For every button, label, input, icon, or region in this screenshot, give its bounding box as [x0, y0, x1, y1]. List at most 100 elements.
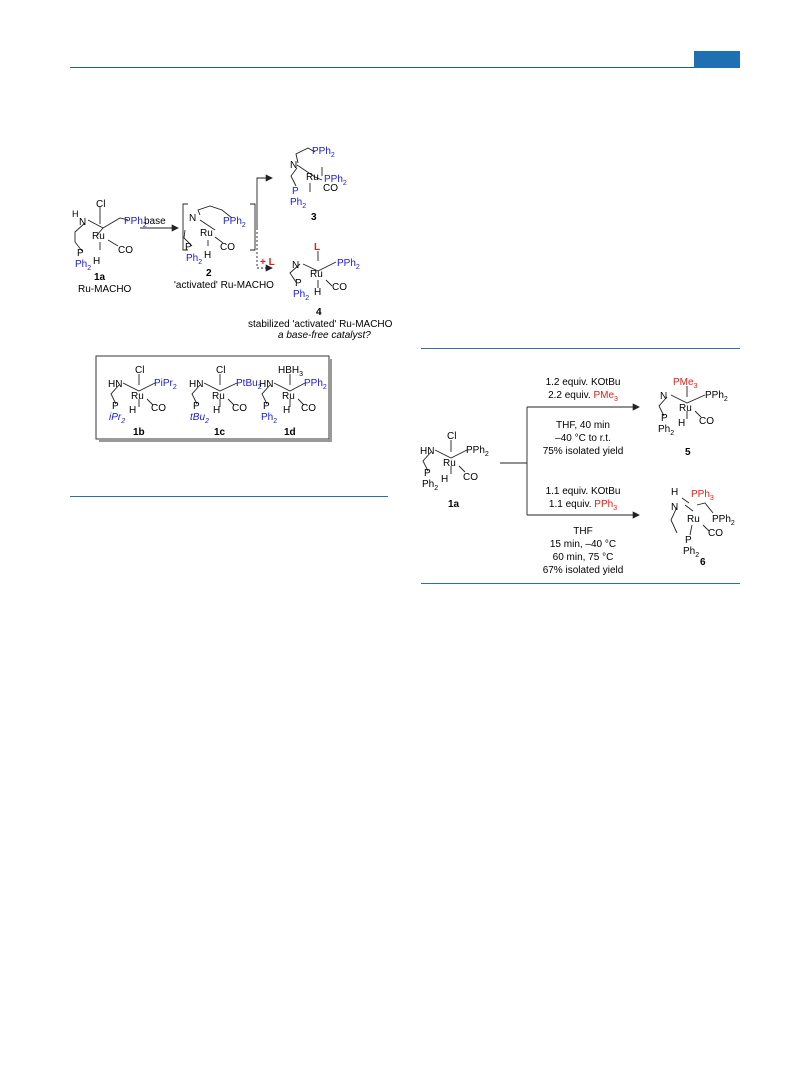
ru-label: Ru: [310, 269, 323, 280]
h-hydride-label: H: [213, 405, 220, 416]
scheme1-bottom-rule: [70, 496, 388, 497]
p-label: P: [263, 401, 270, 412]
compound-number: 4: [316, 307, 322, 318]
n-label: N: [292, 260, 299, 271]
pph2-label: PPh2: [466, 445, 489, 458]
h-label: H: [72, 209, 79, 219]
p-label: P: [292, 186, 299, 197]
h-label: H: [671, 487, 678, 498]
compound-number: 5: [685, 447, 691, 458]
cl-label: Cl: [447, 431, 456, 442]
condition-solvent: THF: [573, 526, 592, 537]
compound-number: 2: [206, 268, 212, 279]
header-rule: [70, 67, 740, 68]
n-label: N: [290, 160, 297, 171]
p-label: P: [685, 535, 692, 546]
co-label: CO: [301, 403, 316, 414]
hn-label: HN: [420, 446, 434, 457]
co-label: CO: [463, 472, 478, 483]
cl-label: Cl: [216, 365, 225, 376]
co-label: CO: [699, 416, 714, 427]
condition-temperature: –40 °C to r.t.: [555, 433, 611, 444]
n-label: N: [660, 391, 667, 402]
h-hydride-label: H: [678, 418, 685, 429]
condition-step1: 15 min, –40 °C: [550, 539, 616, 550]
compound-name: Ru-MACHO: [78, 284, 132, 295]
ru-label: Ru: [200, 228, 213, 239]
h-hydride-label: H: [204, 250, 211, 261]
p-label: P: [112, 401, 119, 412]
ru-label: Ru: [131, 391, 144, 402]
condition-base: 1.1 equiv. KOtBu: [546, 486, 621, 497]
scheme-2: Cl HN PPh2 Ru P Ph2 H CO 1a 1.2 equiv. K…: [420, 377, 735, 576]
pme3-label: PMe3: [673, 377, 698, 390]
p-label: P: [661, 413, 668, 424]
compound-number: 1b: [133, 427, 145, 438]
hn-label: HN: [189, 379, 203, 390]
compound-number: 1d: [284, 427, 296, 438]
compound-caption-italic: a base-free catalyst?: [278, 330, 371, 340]
condition-ligand: 1.1 equiv. PPh3: [549, 499, 617, 512]
ligand-variants-box: Cl HN PiPr2 Ru P iPr2 H CO 1b Cl HN PtBu…: [95, 355, 332, 442]
condition-step2: 60 min, 75 °C: [553, 552, 614, 563]
condition-yield: 75% isolated yield: [543, 446, 624, 457]
ph2-label: Ph2: [186, 253, 202, 266]
tbu2-label: tBu2: [190, 412, 209, 425]
compound-caption: stabilized 'activated' Ru-MACHO: [248, 319, 393, 330]
cl-label: Cl: [96, 199, 105, 210]
n-label: N: [671, 502, 678, 513]
p-label: P: [193, 401, 200, 412]
scheme2-bottom-rule: [421, 583, 740, 584]
h-hydride-label: H: [441, 474, 448, 485]
co-label: CO: [220, 242, 235, 253]
header-accent-tab: [694, 51, 740, 68]
ph2-label: Ph2: [75, 259, 91, 272]
h-hydride-label: H: [314, 287, 321, 298]
ru-label: Ru: [679, 403, 692, 414]
p-label: P: [185, 242, 192, 253]
pph2-label: PPh2: [712, 514, 735, 527]
ipr2-label: iPr2: [109, 412, 125, 425]
compound-number: 3: [311, 212, 317, 223]
p-label: P: [77, 248, 84, 259]
ru-label: Ru: [212, 391, 225, 402]
ph2-label: Ph2: [261, 412, 277, 425]
arrow-label-base: base: [144, 216, 166, 227]
co-label: CO: [118, 245, 133, 256]
co-label: CO: [708, 528, 723, 539]
ru-label: Ru: [282, 391, 295, 402]
ptbu2-label: PtBu2: [236, 378, 262, 391]
compound-number: 1a: [94, 272, 106, 283]
ligand-l-label: L: [314, 242, 320, 253]
arrow-label-plus-l: + L: [260, 257, 275, 268]
scheme2-top-rule: [421, 348, 740, 349]
ph2-label: Ph2: [422, 479, 438, 492]
p-label: P: [295, 278, 302, 289]
pph2-label: PPh2: [304, 378, 327, 391]
ph2-label: Ph2: [293, 289, 309, 302]
compound-name: 'activated' Ru-MACHO: [174, 280, 274, 291]
condition-base: 1.2 equiv. KOtBu: [546, 377, 621, 388]
ru-label: Ru: [92, 231, 105, 242]
cl-label: Cl: [135, 365, 144, 376]
pph2-label: PPh2: [124, 216, 147, 229]
hn-label: HN: [259, 379, 273, 390]
co-label: CO: [332, 282, 347, 293]
compound-number: 1c: [214, 427, 226, 438]
pph2-label: PPh2: [324, 174, 347, 187]
n-label: N: [79, 217, 86, 228]
n-label: N: [189, 213, 196, 224]
co-label: CO: [323, 183, 338, 194]
condition-ligand: 2.2 equiv. PMe3: [548, 390, 618, 403]
compound-number: 6: [700, 557, 706, 568]
h-hydride-label: H: [283, 405, 290, 416]
pph2-label: PPh2: [223, 216, 246, 229]
ph2-label: Ph2: [290, 197, 306, 210]
condition-yield: 67% isolated yield: [543, 565, 624, 576]
pph2-label: PPh2: [337, 258, 360, 271]
hn-label: HN: [108, 379, 122, 390]
co-label: CO: [232, 403, 247, 414]
h-hydride-label: H: [93, 256, 100, 267]
ru-label: Ru: [443, 458, 456, 469]
scheme-1: Cl H N Ru PPh2 P Ph2 H CO 1a Ru-MACHO ba…: [72, 146, 393, 340]
